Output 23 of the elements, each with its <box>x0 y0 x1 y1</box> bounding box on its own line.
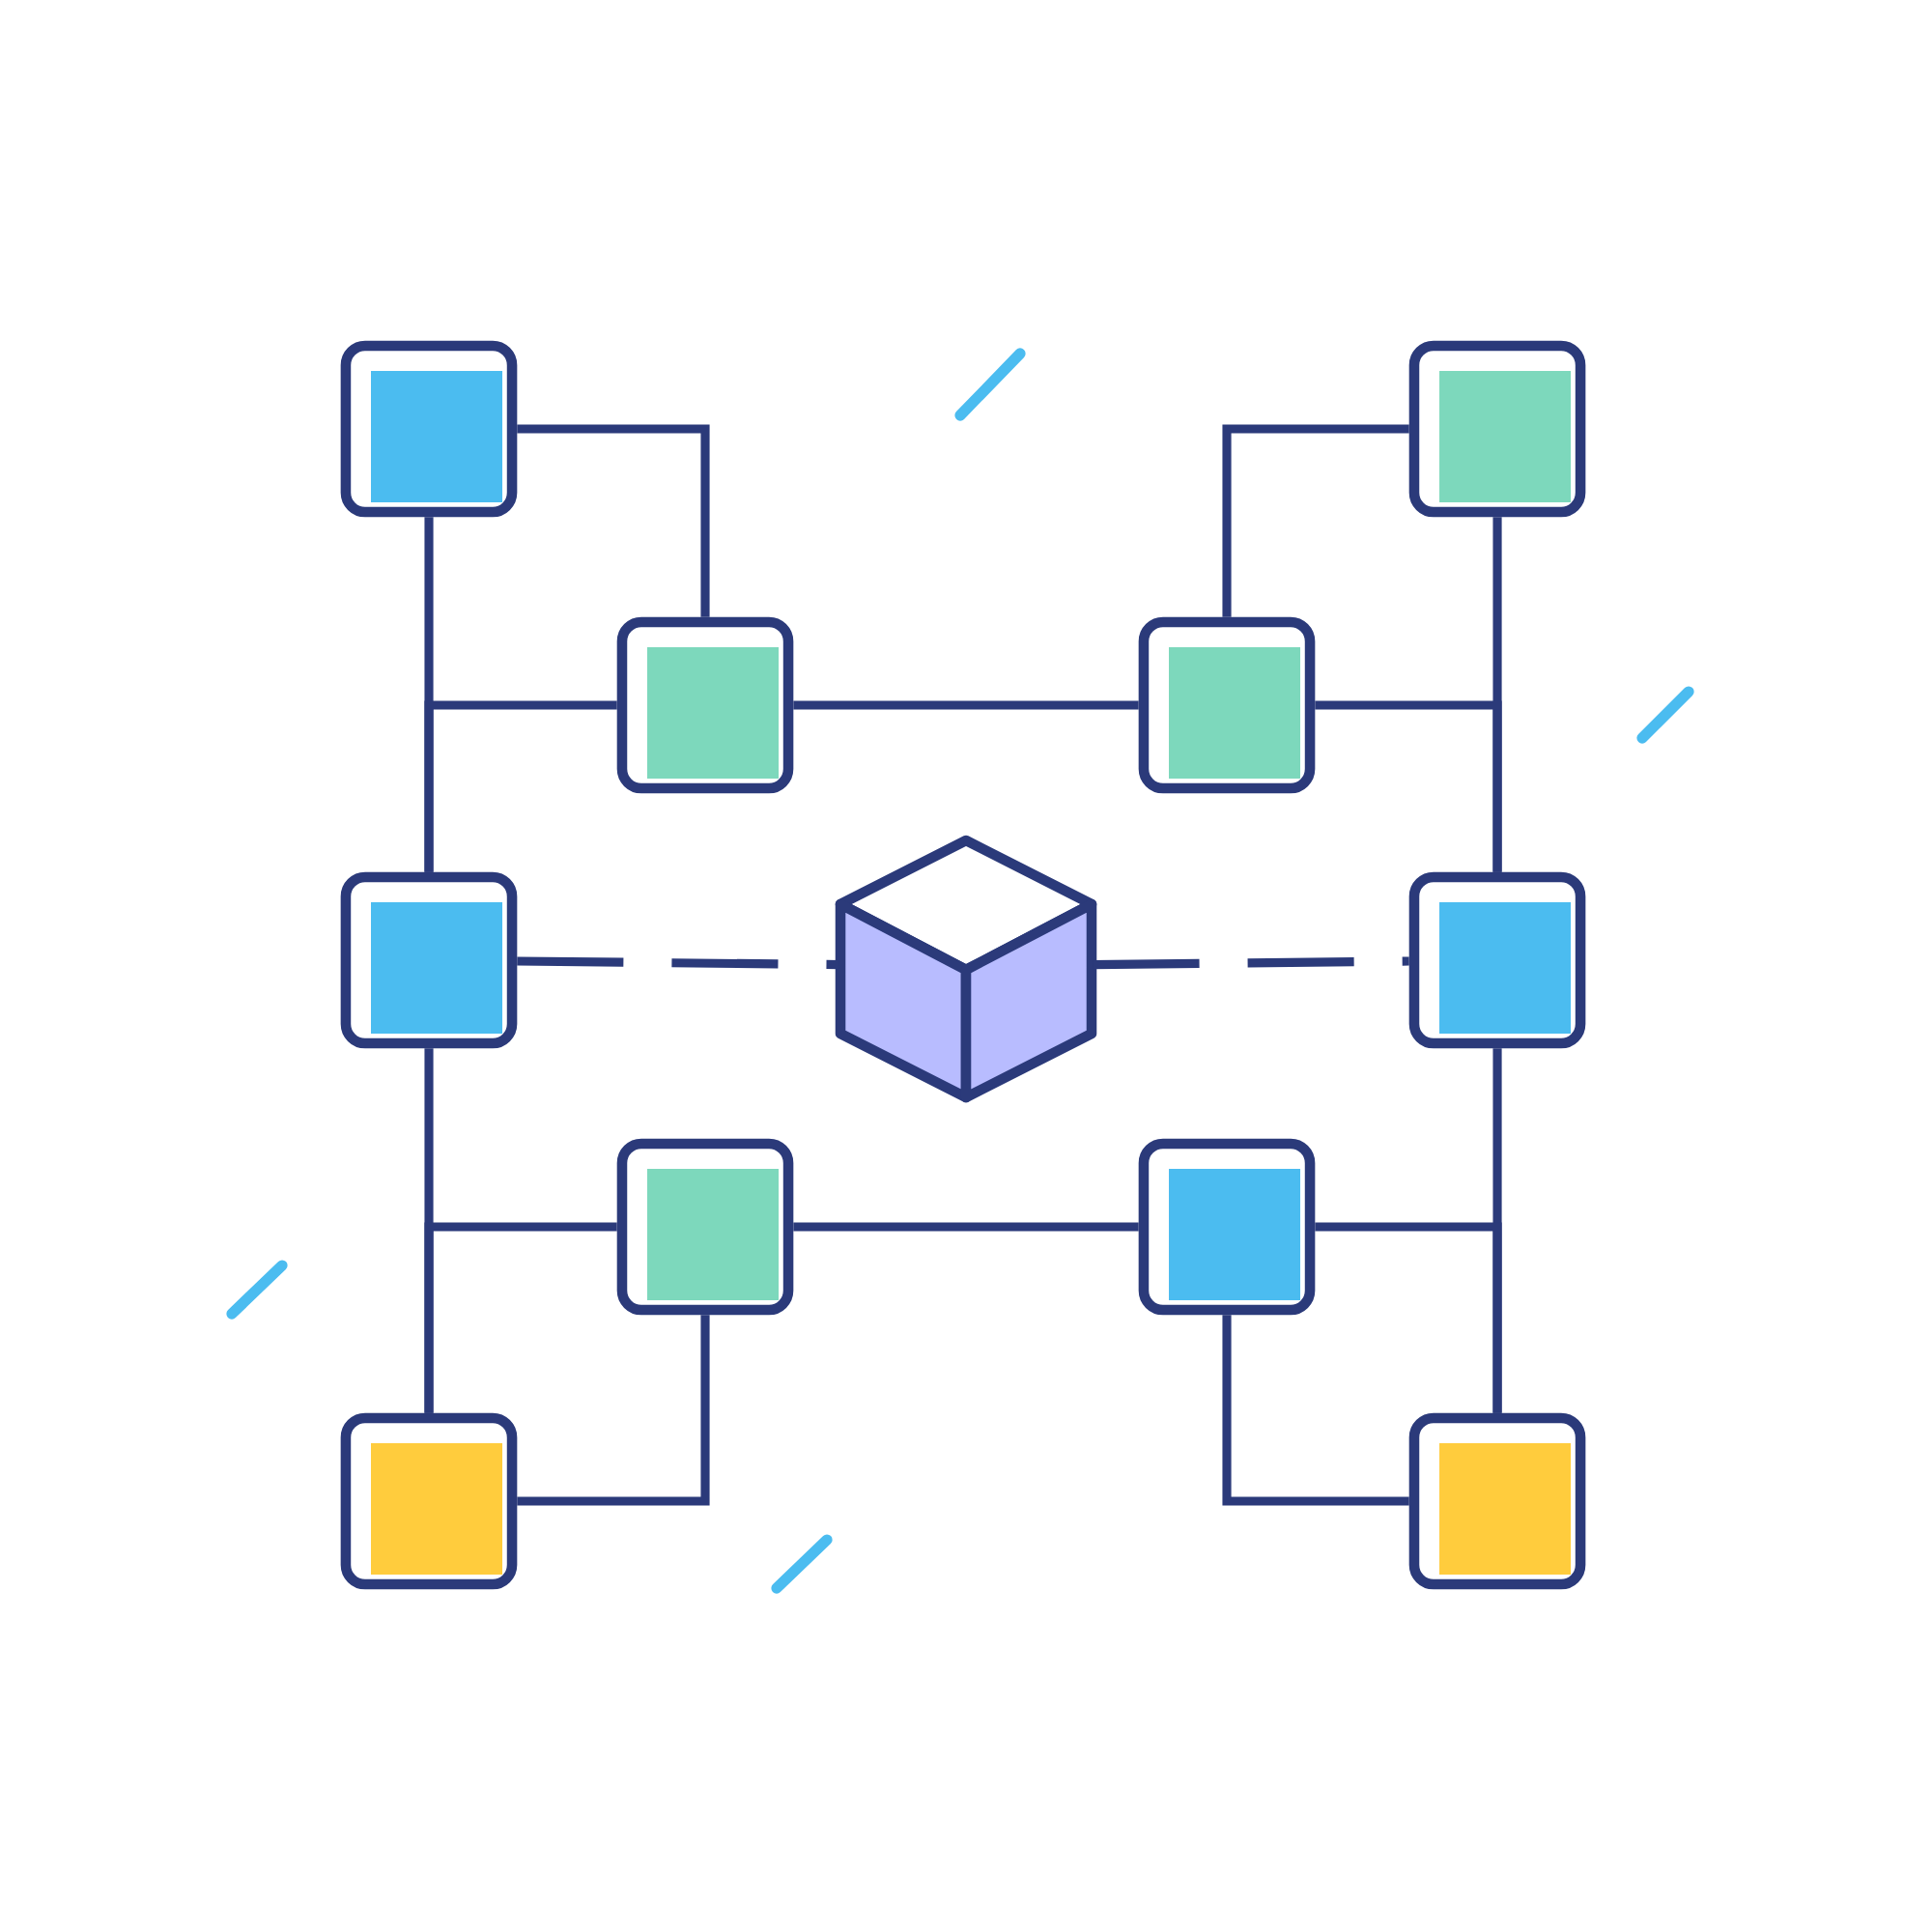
cube-node <box>835 835 1097 1103</box>
connector-line <box>793 700 1139 710</box>
square-node <box>340 1412 518 1590</box>
connector-line <box>517 424 710 617</box>
connector-line <box>1315 700 1502 872</box>
connector-line <box>793 1222 1139 1232</box>
connector-line <box>517 956 839 970</box>
square-node <box>340 340 518 518</box>
square-node <box>1138 616 1316 794</box>
connector-line <box>424 700 617 872</box>
square-node <box>616 616 794 794</box>
connector-line <box>1222 424 1409 617</box>
square-node <box>1408 871 1586 1049</box>
square-node <box>1138 1138 1316 1316</box>
connector-line <box>1093 956 1409 970</box>
square-node <box>340 871 518 1049</box>
square-node <box>1408 340 1586 518</box>
connector-line <box>424 1222 617 1413</box>
connector-line <box>517 1315 710 1506</box>
square-node <box>616 1138 794 1316</box>
square-node <box>1408 1412 1586 1590</box>
connector-line <box>1315 1222 1502 1413</box>
connector-line <box>1222 1315 1409 1506</box>
